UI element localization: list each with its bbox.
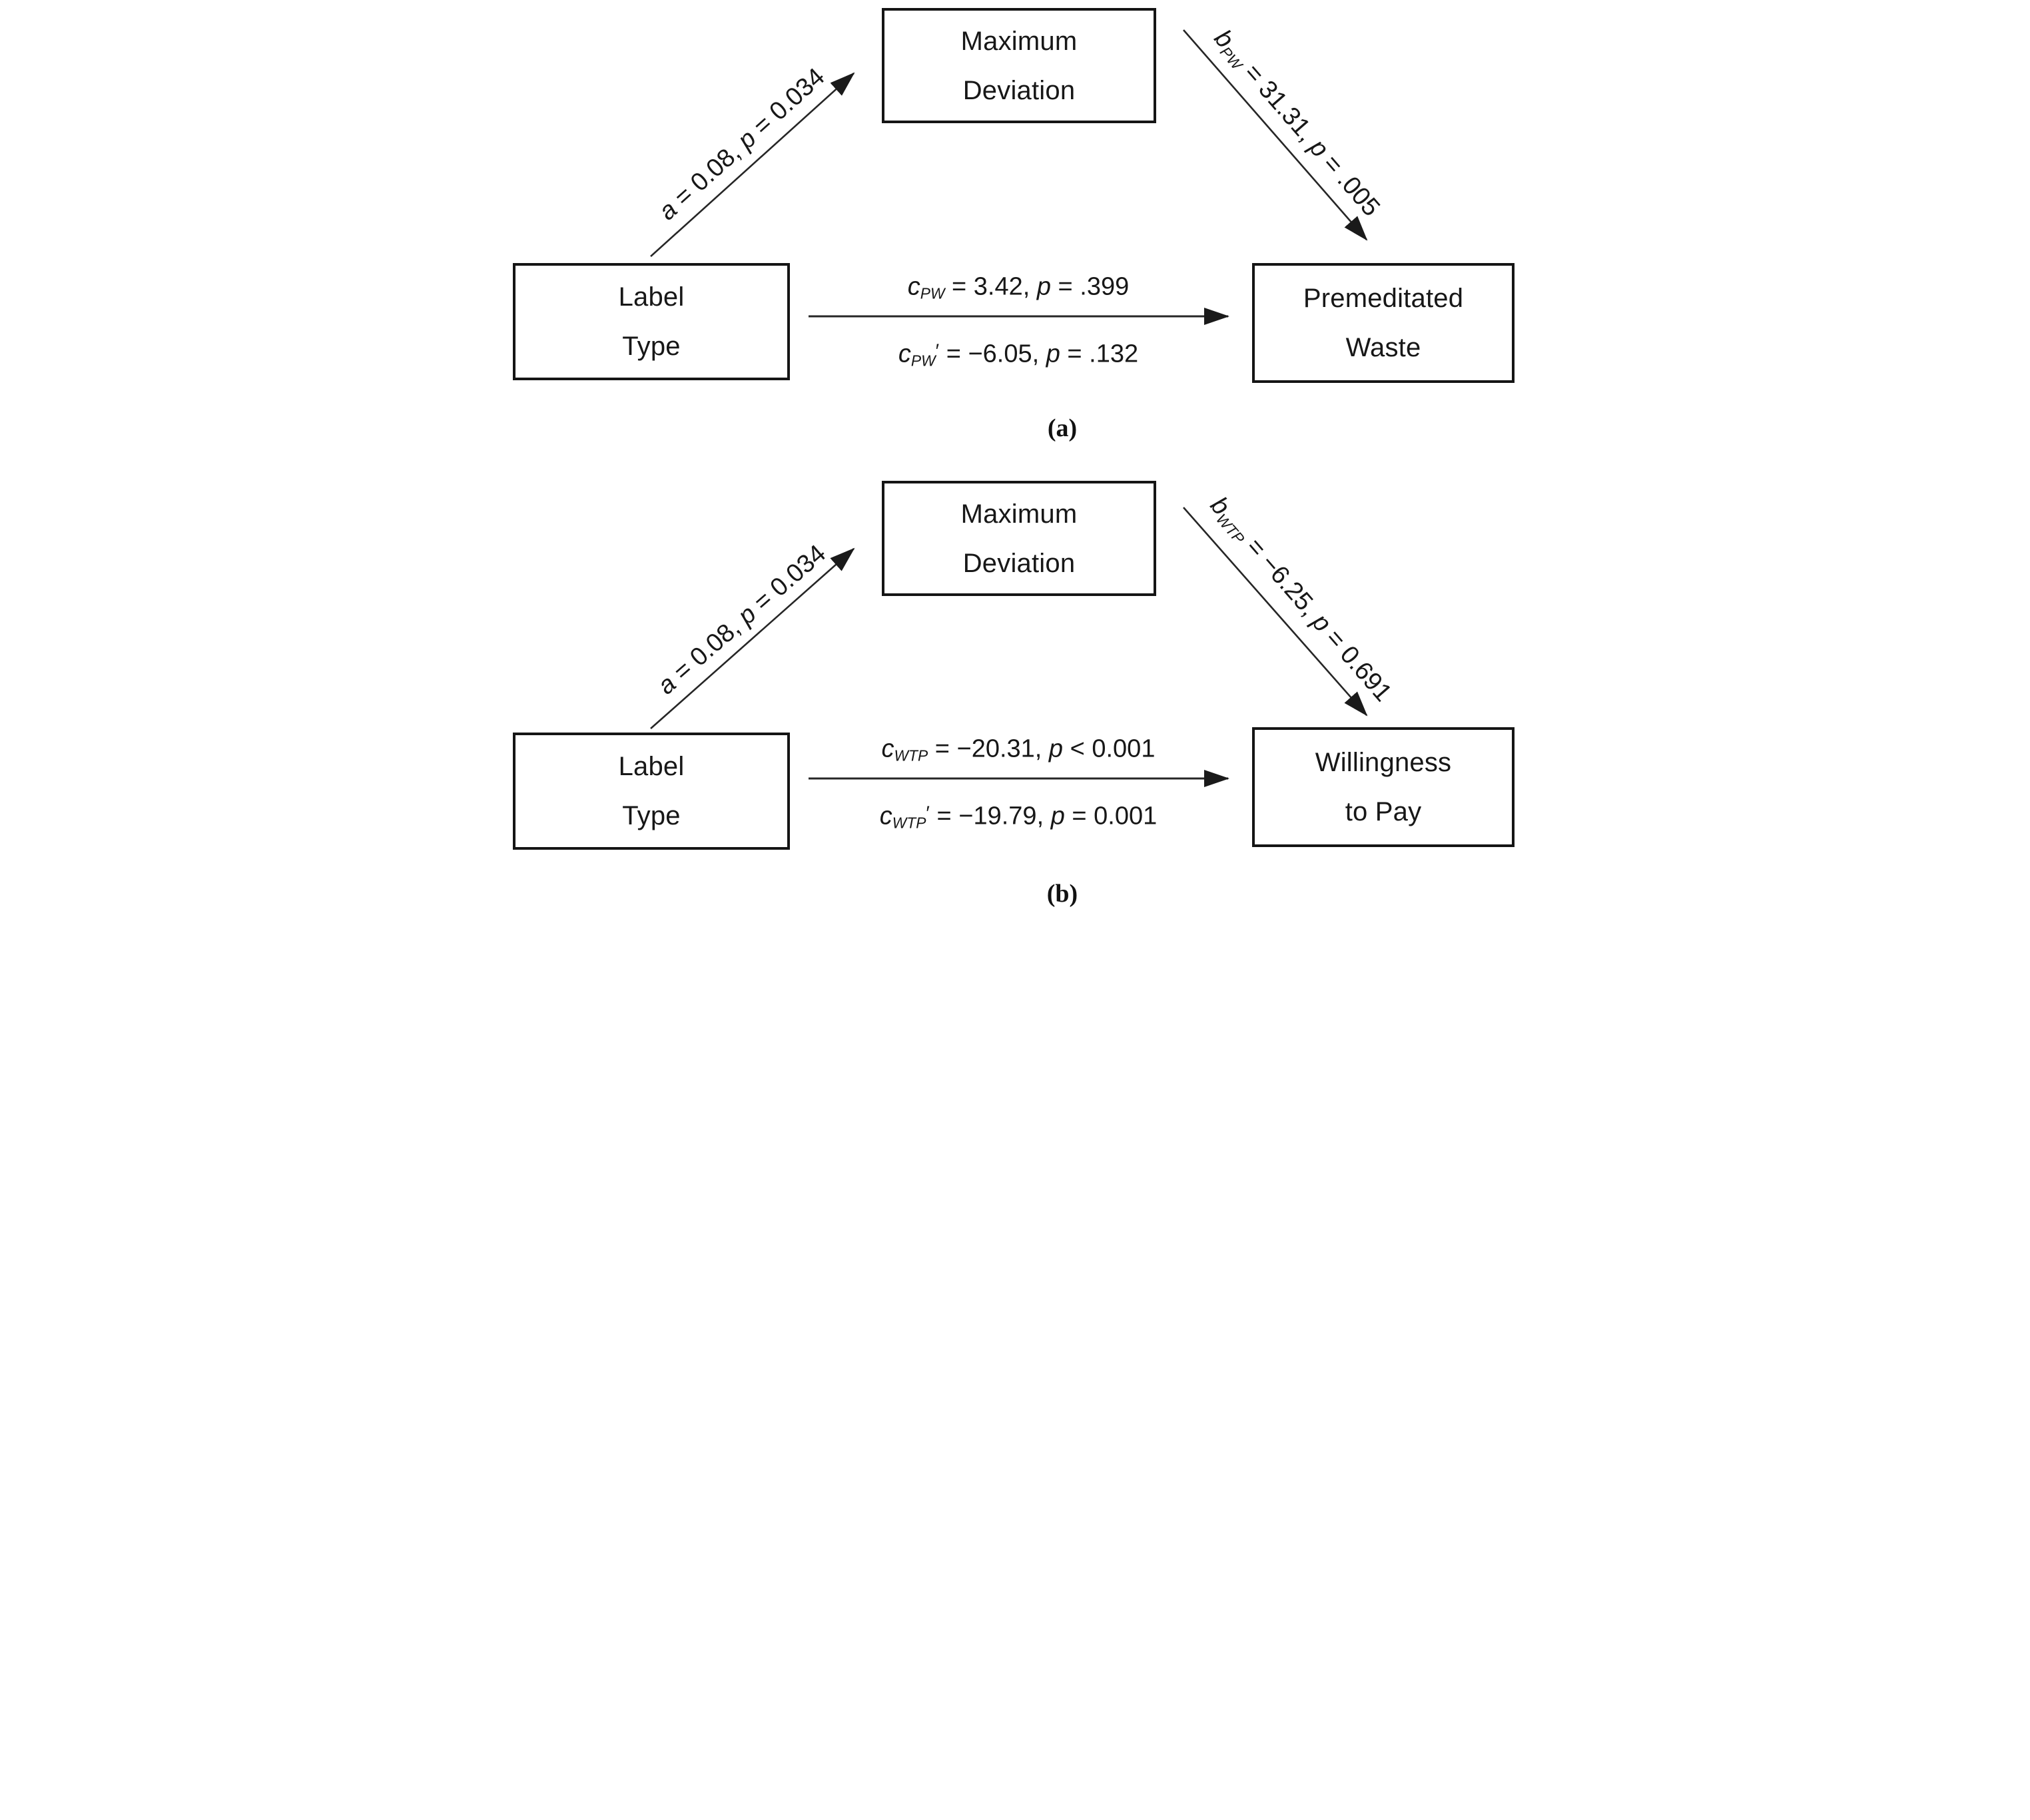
panel-a-path-c-prime-label: cPW′ = −6.05, p = .132 — [898, 340, 1138, 370]
p-value: = 0.001 — [1064, 802, 1158, 830]
outcome-label-line1: Willingness — [1315, 748, 1452, 777]
coef-symbol: c — [898, 340, 911, 368]
coef-value: = −20.31, — [928, 735, 1049, 763]
panel-b-path-c-label: cWTP = −20.31, p < 0.001 — [882, 735, 1156, 764]
outcome-label-line2: to Pay — [1345, 797, 1422, 826]
p-value: < 0.001 — [1063, 735, 1156, 763]
coef-subscript: PW — [920, 284, 945, 302]
coef-value: = 3.42, — [944, 272, 1037, 301]
mediator-label-line1: Maximum — [960, 499, 1078, 529]
panel-a-mediator-box: Maximum Deviation — [882, 8, 1156, 123]
p-symbol: p — [1048, 735, 1064, 763]
mediation-figure: Maximum Deviation Label Type Premeditate… — [508, 0, 1522, 910]
coef-subscript: PW — [910, 352, 936, 370]
panel-a-caption: (a) — [1047, 414, 1078, 442]
coef-symbol: c — [879, 802, 892, 830]
coef-prime: ′ — [935, 340, 940, 362]
predictor-label-line2: Type — [622, 801, 681, 830]
mediator-label-line1: Maximum — [960, 26, 1078, 56]
outcome-label-line1: Premeditated — [1303, 284, 1464, 313]
p-value: = .132 — [1060, 340, 1139, 368]
panel-a-path-c-label: cPW = 3.42, p = .399 — [908, 272, 1130, 302]
mediator-label-line2: Deviation — [962, 548, 1076, 578]
outcome-label-line2: Waste — [1345, 333, 1421, 362]
arrow-layer — [650, 29, 1368, 787]
coef-symbol: c — [907, 272, 920, 301]
coef-value: = −19.79, — [929, 802, 1051, 830]
p-symbol: p — [1046, 340, 1060, 368]
p-value: = .399 — [1051, 272, 1130, 301]
panel-b-predictor-box: Label Type — [513, 733, 790, 850]
mediator-label-line2: Deviation — [962, 75, 1076, 105]
coef-subscript: WTP — [894, 747, 928, 764]
coef-value: = −6.05, — [939, 340, 1046, 368]
panel-a-outcome-box: Premeditated Waste — [1252, 263, 1515, 383]
panel-b-caption: (b) — [1046, 880, 1078, 908]
panel-b-path-a-arrow — [650, 547, 855, 729]
coef-prime: ′ — [926, 802, 930, 824]
predictor-label-line2: Type — [622, 332, 681, 361]
coef-subscript: WTP — [892, 814, 926, 832]
panel-a-predictor-box: Label Type — [513, 263, 790, 380]
predictor-label-line1: Label — [618, 282, 685, 312]
panel-a-path-b-arrow — [1183, 29, 1368, 241]
panel-b-path-b-arrow — [1183, 507, 1368, 717]
p-symbol: p — [1050, 802, 1065, 830]
panel-b-mediator-box: Maximum Deviation — [882, 481, 1156, 596]
p-symbol: p — [1036, 272, 1051, 301]
coef-symbol: c — [881, 735, 894, 763]
panel-b-path-c-prime-label: cWTP′ = −19.79, p = 0.001 — [880, 802, 1157, 832]
panel-a-path-a-arrow — [650, 72, 855, 257]
panel-b-outcome-box: Willingness to Pay — [1252, 727, 1515, 847]
predictor-label-line1: Label — [618, 752, 685, 781]
